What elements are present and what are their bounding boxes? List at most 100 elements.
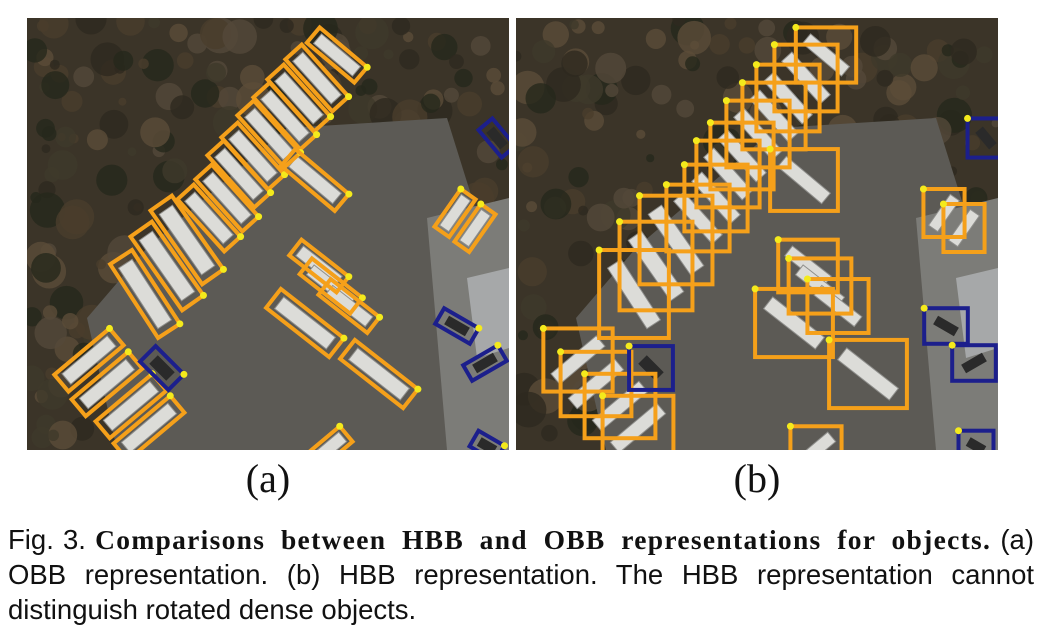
corner-dot	[955, 427, 963, 435]
panel-b-hbb-image	[516, 18, 998, 450]
oriented-bounding-box	[282, 41, 352, 115]
building-roof	[916, 198, 998, 450]
corner-dot	[825, 336, 833, 344]
corner-dot	[636, 192, 644, 200]
oriented-bounding-box	[110, 392, 188, 450]
bus-vehicle	[260, 89, 310, 143]
car-vehicle	[933, 315, 959, 337]
bus-vehicle	[312, 33, 362, 77]
corner-dot	[255, 213, 263, 221]
horizontal-bounding-box	[768, 147, 840, 213]
corner-dot	[176, 320, 184, 328]
corner-dot	[180, 370, 188, 378]
car-vehicle	[444, 315, 470, 337]
corner-dot	[327, 113, 335, 121]
corner-dot	[106, 324, 114, 332]
corner-dot	[722, 97, 730, 105]
hbb-aerial-image	[516, 18, 998, 450]
horizontal-bounding-box	[541, 326, 615, 394]
bus-vehicle	[61, 335, 117, 385]
bus-vehicle	[78, 358, 136, 410]
corner-dot	[786, 422, 794, 430]
oriented-bounding-box	[127, 218, 207, 314]
oriented-bounding-box	[337, 337, 421, 411]
oriented-bounding-box	[51, 325, 127, 395]
horizontal-bounding-box-small	[922, 306, 970, 346]
figure-caption: Fig. 3. Comparisons between HBB and OBB …	[8, 522, 1034, 627]
corner-dot	[766, 145, 774, 153]
corner-dot	[358, 294, 366, 302]
car-vehicle	[965, 437, 987, 450]
bus-vehicle	[292, 51, 342, 105]
bus-vehicle	[274, 71, 324, 125]
corner-dot	[792, 23, 800, 31]
corner-dot	[457, 185, 465, 193]
car-vehicle	[486, 126, 508, 150]
horizontal-bounding-box	[827, 337, 909, 411]
corner-dot	[625, 342, 633, 350]
corner-dot	[803, 275, 811, 283]
bus-vehicle	[138, 230, 196, 302]
corner-dot	[948, 341, 956, 349]
corner-dot	[345, 273, 353, 281]
oriented-bounding-box	[147, 192, 227, 288]
horizontal-bounding-box-small	[950, 343, 998, 383]
bus-vehicle	[228, 129, 278, 183]
horizontal-bounding-box	[793, 25, 859, 85]
parking-lot	[576, 118, 986, 450]
bus-vehicle	[324, 284, 374, 328]
corner-dot	[313, 131, 321, 139]
car-vehicle	[476, 437, 498, 450]
corner-dot	[376, 313, 384, 321]
bus-vehicle	[117, 258, 173, 330]
oriented-bounding-box	[304, 24, 370, 86]
horizontal-bounding-box	[753, 286, 835, 360]
bus-vehicle	[244, 107, 294, 161]
corner-dot	[494, 341, 502, 349]
horizontal-bounding-box	[582, 371, 658, 441]
corner-dot	[785, 254, 793, 262]
oriented-bounding-box	[278, 146, 352, 214]
oriented-bounding-box	[296, 255, 366, 317]
caption-bold-title: Comparisons between HBB and OBB represen…	[95, 524, 992, 555]
horizontal-bounding-box	[786, 256, 854, 316]
corner-dot	[774, 236, 782, 244]
bus-vehicle	[550, 335, 606, 385]
bus-vehicle	[202, 171, 252, 225]
corner-dot	[336, 422, 344, 430]
oriented-bounding-box-small	[432, 305, 482, 347]
horizontal-bounding-box	[708, 120, 776, 192]
oriented-bounding-box	[68, 348, 146, 420]
oriented-bounding-box-small	[466, 427, 508, 450]
car-vehicle	[961, 352, 987, 374]
corner-dot	[237, 233, 245, 241]
corner-dot	[595, 246, 603, 254]
corner-dot	[124, 348, 132, 356]
horizontal-bounding-box	[664, 182, 732, 254]
oriented-bounding-box	[107, 247, 183, 341]
bus-vehicle	[158, 204, 216, 276]
caption-prefix: Fig. 3.	[8, 524, 96, 555]
parking-lot	[87, 118, 497, 450]
subfigure-label-a: (a)	[245, 456, 291, 501]
bus-vehicle	[703, 147, 753, 201]
bus-vehicle	[836, 347, 900, 401]
oriented-bounding-box	[308, 423, 356, 450]
corner-dot	[581, 370, 589, 378]
car-vehicle	[975, 126, 997, 150]
oriented-bounding-box	[192, 161, 262, 235]
corner-dot	[475, 324, 483, 332]
bus-vehicle	[805, 431, 837, 450]
oriented-bounding-box	[315, 276, 383, 336]
corner-dot	[939, 200, 947, 208]
horizontal-bounding-box	[637, 193, 715, 287]
corner-dot	[477, 200, 485, 208]
corner-dot	[919, 185, 927, 193]
corner-dot	[752, 61, 760, 69]
horizontal-bounding-box	[617, 219, 695, 313]
bus-vehicle	[458, 208, 492, 248]
car-vehicle	[149, 355, 175, 381]
corner-dot	[363, 63, 371, 71]
horizontal-bounding-box	[558, 349, 634, 419]
horizontal-bounding-box	[600, 393, 676, 450]
